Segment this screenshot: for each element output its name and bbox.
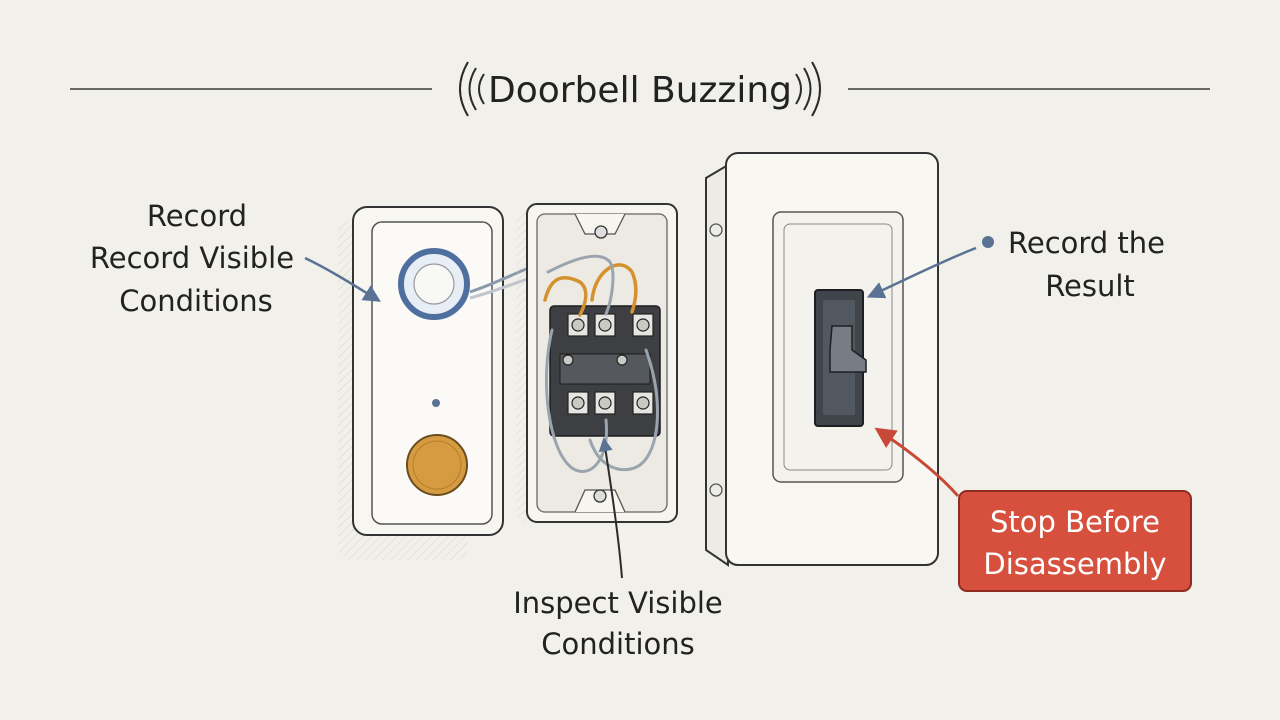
switch-callout: Record the Result [866,226,1165,303]
junction-screw-bottom [593,489,607,503]
page-title: Doorbell Buzzing [488,70,792,111]
camera-lens [413,263,455,305]
junction-callout: Inspect Visible Conditions [513,437,723,661]
doorbell-callout-arrow [304,256,381,302]
warning-callout-arrow [874,427,960,497]
indicator-led [432,399,440,407]
junction-callout-line-1: Inspect Visible [513,586,723,620]
junction-box [516,203,678,523]
terminal-block [549,305,661,437]
switch-plate [705,152,939,567]
doorbell-button [406,434,468,496]
junction-callout-arrow [598,437,623,579]
doorbell-callout-line-1: Record [147,199,247,233]
doorbell-unit [338,206,504,560]
junction-screw-top [594,225,608,239]
switch-callout-arrow [866,246,977,299]
junction-callout-line-2: Conditions [541,627,695,661]
warning-line-1: Stop Before [990,505,1160,539]
plate-side [705,163,729,567]
warning-line-2: Disassembly [983,547,1166,581]
switch-callout-line-1: Record the [1008,226,1165,260]
warning-callout: Stop Before Disassembly [874,427,1192,592]
doorbell-callout-line-3: Conditions [119,284,273,318]
warning-badge [958,490,1192,592]
dot-bullet-icon [982,236,994,248]
doorbell-button-inner [412,440,462,490]
junction-wires [543,254,659,473]
terminal-screws [562,313,654,415]
switch-callout-line-2: Result [1045,269,1135,303]
doorbell-callout-line-2: Record Visible [90,241,294,275]
title-block: Doorbell Buzzing [70,61,1210,117]
breaker-toggle [829,325,867,373]
sound-waves-right-icon [795,61,821,117]
doorbell-callout: Record Record Visible Conditions [90,199,381,318]
sound-waves-left-icon [459,61,485,117]
